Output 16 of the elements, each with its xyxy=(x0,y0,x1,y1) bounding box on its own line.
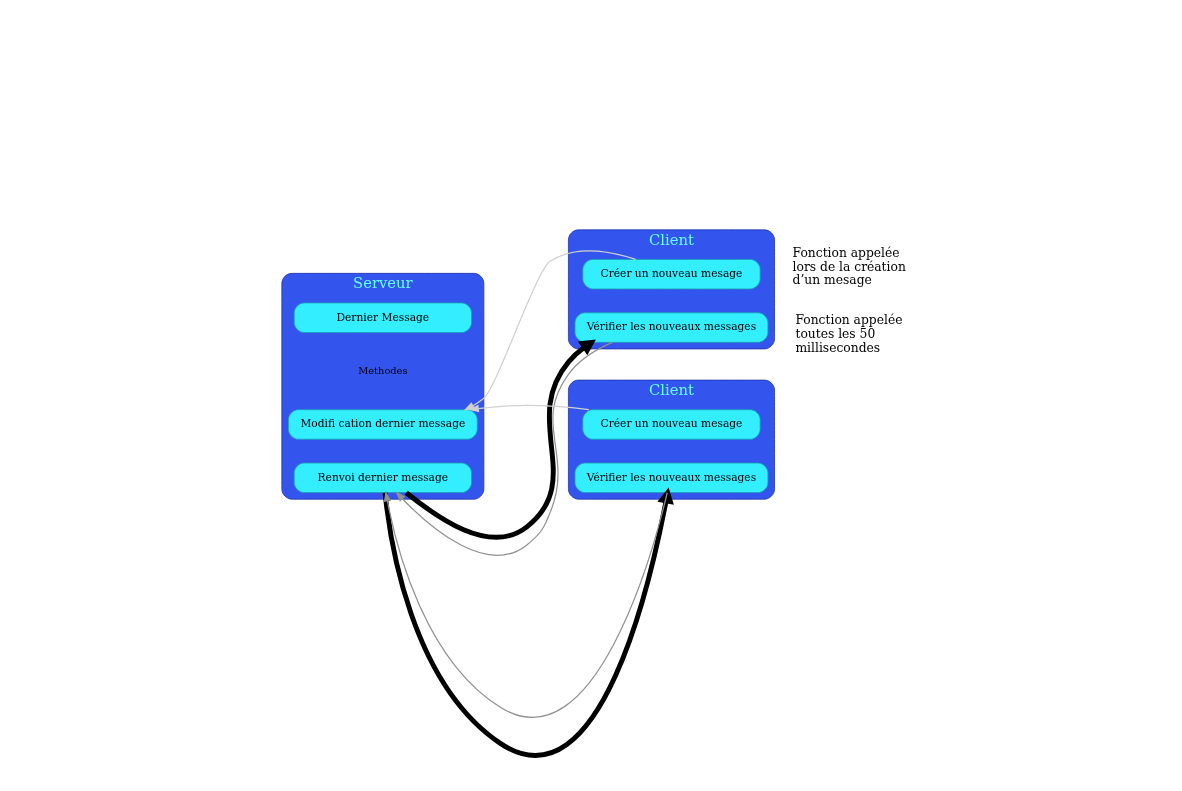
node-box: Modifi cation dernier message xyxy=(288,409,478,440)
arrow xyxy=(463,250,637,411)
arrow xyxy=(383,490,668,718)
node-box: Renvoi dernier message xyxy=(293,462,472,493)
node-box: Dernier Message xyxy=(293,302,472,333)
node-label: Fonction appelée toutes les 50 millisecondes xyxy=(795,312,903,355)
label: Methodes xyxy=(358,364,408,376)
node-box: Créer un nouveau mesage xyxy=(582,259,761,290)
arrow xyxy=(468,404,590,413)
node-box: Créer un nouveau mesage xyxy=(582,409,761,440)
arrow xyxy=(395,341,614,556)
arrow xyxy=(404,339,596,540)
node-box: Vérifier les nouveaux messages xyxy=(574,462,769,493)
node-box: Vérifier les nouveaux messages xyxy=(574,312,769,343)
node-label: Fonction appelée lors de la création d’un mesage xyxy=(792,245,906,288)
arrow xyxy=(382,487,674,757)
